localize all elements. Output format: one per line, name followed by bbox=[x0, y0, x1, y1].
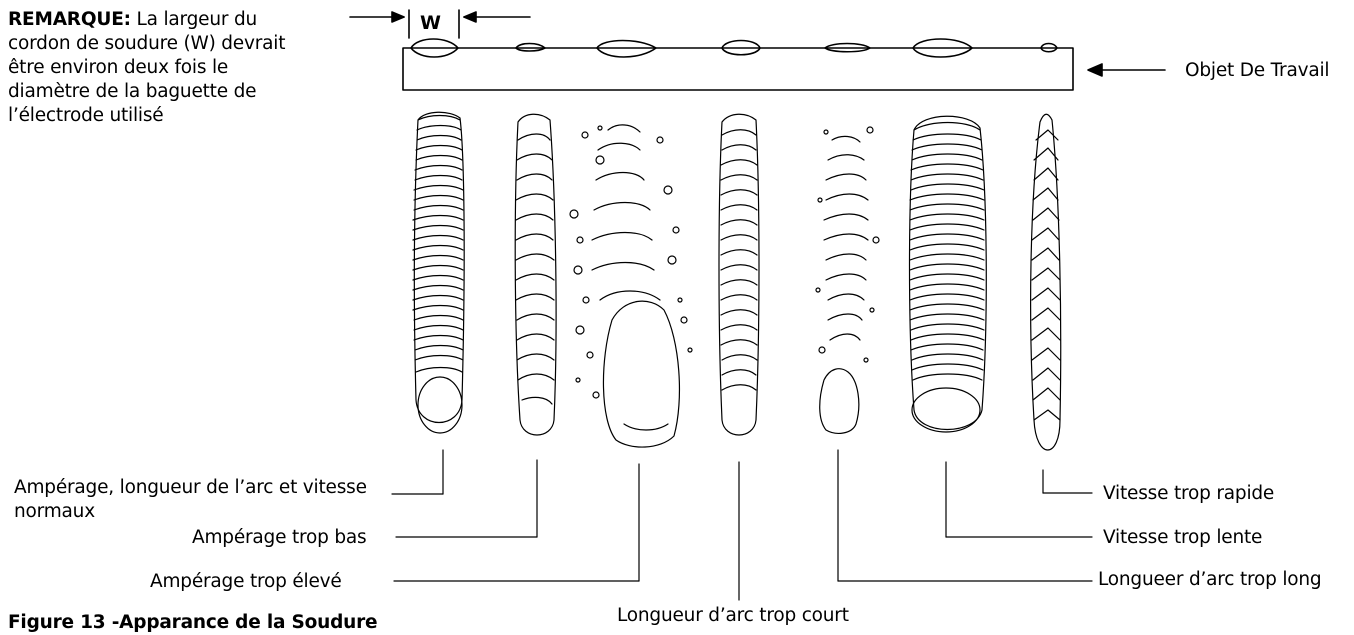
note-bold-label: REMARQUE: bbox=[8, 9, 131, 30]
note-line-2: cordon de soudure (W) devrait bbox=[8, 33, 286, 54]
label-amp-high: Ampérage trop élevé bbox=[150, 571, 342, 592]
bead-arc-long bbox=[815, 126, 1093, 582]
bead-speed-fast bbox=[1030, 113, 1093, 494]
bead-amp-low bbox=[395, 113, 557, 538]
note-line-1: La largeur du bbox=[136, 9, 258, 30]
bead-speed-slow bbox=[908, 115, 1093, 538]
workpiece-label: Objet De Travail bbox=[1185, 60, 1330, 81]
label-arc-short: Longueur d’arc trop court bbox=[617, 605, 849, 626]
bead-amp-high bbox=[393, 124, 693, 582]
bead-normal bbox=[391, 111, 465, 495]
figure-caption: Figure 13 -Apparance de la Soudure bbox=[8, 612, 378, 633]
note-line-3: être environ deux fois le bbox=[8, 57, 229, 78]
note-text: REMARQUE: La largeur du cordon de soudur… bbox=[8, 8, 308, 128]
label-normal-line2: normaux bbox=[14, 501, 95, 522]
workpiece-plate bbox=[402, 38, 1074, 91]
label-normal-line1: Ampérage, longueur de l’arc et vitesse bbox=[14, 477, 367, 498]
label-amp-low: Ampérage trop bas bbox=[192, 527, 367, 548]
bead-arc-short bbox=[718, 113, 760, 601]
workpiece-arrow bbox=[1087, 63, 1166, 77]
label-speed-fast: Vitesse trop rapide bbox=[1103, 483, 1275, 504]
label-speed-slow: Vitesse trop lente bbox=[1103, 527, 1263, 548]
note-line-5: l’électrode utilisé bbox=[8, 105, 164, 126]
width-marker-label: W bbox=[420, 12, 441, 34]
width-marker-arrows bbox=[349, 9, 531, 39]
note-line-4: diamètre de la baguette de bbox=[8, 81, 257, 102]
label-arc-long: Longueer d’arc trop long bbox=[1098, 569, 1322, 590]
